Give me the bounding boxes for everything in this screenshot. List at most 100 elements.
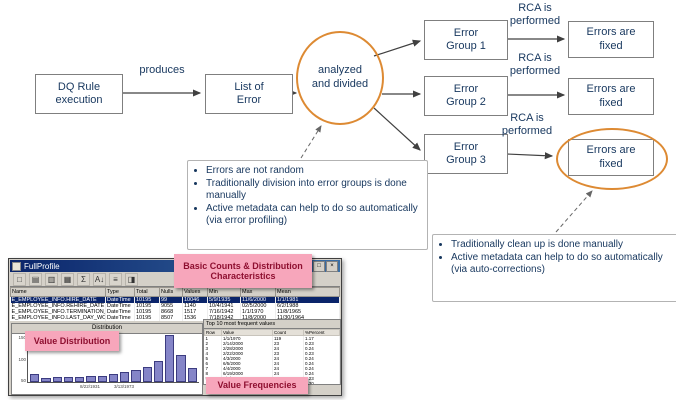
table-cell: 2/14/2000: [221, 341, 273, 346]
edge-group3-to-fixed3: [506, 152, 554, 160]
edge-label-produces: produces: [139, 64, 185, 76]
column-header[interactable]: %Percent: [303, 329, 340, 336]
histogram-bar: [120, 372, 130, 382]
table-cell: 23: [272, 341, 304, 346]
table-cell: 02/5/2000: [240, 303, 276, 309]
column-header[interactable]: Mean: [275, 287, 340, 297]
table-cell: 1/1/1981: [275, 296, 340, 303]
edge-label-rca-1: RCA is performed: [509, 2, 561, 27]
histogram-bar: [86, 376, 96, 382]
table-cell: 4: [204, 351, 222, 356]
grid-icon[interactable]: ▦: [61, 272, 74, 286]
new-icon[interactable]: □: [13, 272, 26, 286]
table-cell: 0.24: [303, 356, 340, 361]
window-title: FullProfile: [24, 261, 60, 271]
open-icon[interactable]: ▤: [29, 272, 42, 286]
frequent-values-title: Top 10 most frequent values: [204, 320, 340, 329]
sum-icon[interactable]: Σ: [77, 272, 90, 286]
sort-asc-icon[interactable]: A↓: [93, 272, 106, 286]
node-analyzed-and-divided: analyzed and divided: [296, 31, 384, 125]
table-cell: 6/19/2000: [221, 371, 273, 376]
column-header[interactable]: Values: [182, 287, 208, 297]
table-cell: 1536: [182, 315, 208, 321]
histogram-bar: [41, 377, 51, 382]
table-cell: 0.23: [303, 376, 340, 381]
table-cell: 7/18/1942: [207, 315, 241, 321]
table-row[interactable]: E_EMPLOYEE_INFO.LAST_DAY_WORKEDDateTime1…: [10, 315, 340, 321]
histogram-bar: [187, 368, 197, 382]
bullet-item: Active metadata can help to do so automa…: [451, 252, 675, 276]
table-cell: 8668: [159, 309, 183, 315]
table-cell: 1140: [182, 303, 208, 309]
node-list-of-error: List of Error: [205, 74, 293, 114]
column-header[interactable]: Min: [207, 287, 241, 297]
column-header[interactable]: Name: [10, 287, 106, 297]
bullet-item: Errors are not random: [206, 165, 421, 177]
column-header[interactable]: Max: [240, 287, 276, 297]
table-cell: 1/1/1970: [221, 335, 273, 341]
node-label: Errors are fixed: [586, 83, 636, 109]
histogram-bar: [52, 377, 62, 382]
table-cell: 24: [272, 371, 304, 376]
histogram-bar: [131, 370, 141, 382]
table-cell: 99: [159, 296, 183, 303]
node-label: Errors are fixed: [586, 144, 636, 170]
histogram-bar: [142, 366, 152, 382]
list-icon[interactable]: ≡: [109, 272, 122, 286]
x-tick: 3/13/1973: [114, 384, 135, 389]
window-button[interactable]: ×: [326, 260, 338, 272]
table-cell: 1.17: [303, 335, 340, 341]
node-label: List of Error: [234, 80, 264, 106]
histogram-bar: [165, 335, 175, 382]
table-cell: 8: [204, 371, 222, 376]
split-view-icon[interactable]: ◨: [125, 272, 138, 286]
column-header[interactable]: Type: [105, 287, 135, 297]
table-cell: 119: [272, 335, 304, 341]
table-cell: 3: [204, 346, 222, 351]
table-cell: 10195: [134, 315, 160, 321]
table-cell: DateTime: [105, 303, 135, 309]
table-cell: 11/8/1965: [275, 309, 340, 315]
save-icon[interactable]: ▥: [45, 272, 58, 286]
connector-cleanup-callout: [555, 190, 593, 233]
bullet-item: Active metadata can help to do so automa…: [206, 203, 421, 227]
table-cell: DateTime: [105, 309, 135, 315]
node-label: analyzed and divided: [311, 64, 369, 90]
table-cell: 10195: [134, 309, 160, 315]
column-header[interactable]: Nulls: [159, 287, 183, 297]
edge-analyzed-to-group3: [373, 107, 421, 151]
table-cell: 7/16/1942: [207, 309, 241, 315]
table-cell: 0.23: [303, 351, 340, 356]
column-header[interactable]: Total: [134, 287, 160, 297]
table-cell: 10046: [182, 296, 208, 303]
table-cell: 10195: [134, 296, 160, 303]
table-cell: 2/28/2000: [221, 346, 273, 351]
table-cell: 4/3/2000: [221, 356, 273, 361]
window-button[interactable]: □: [313, 260, 325, 272]
histogram-bar: [176, 355, 186, 382]
table-cell: 24: [272, 361, 304, 366]
table-cell: 0.24: [303, 361, 340, 366]
table-row[interactable]: E_EMPLOYEE_INFO.TERMINATION_DATEDateTime…: [10, 309, 340, 315]
table-cell: 11/30/1964: [275, 315, 340, 321]
y-tick: 50: [20, 378, 26, 383]
table-cell: 1: [204, 335, 222, 341]
table-cell: 23: [272, 351, 304, 356]
table-cell: E_EMPLOYEE_INFO.LAST_DAY_WORKED: [10, 315, 106, 321]
table-cell: 24: [272, 366, 304, 371]
